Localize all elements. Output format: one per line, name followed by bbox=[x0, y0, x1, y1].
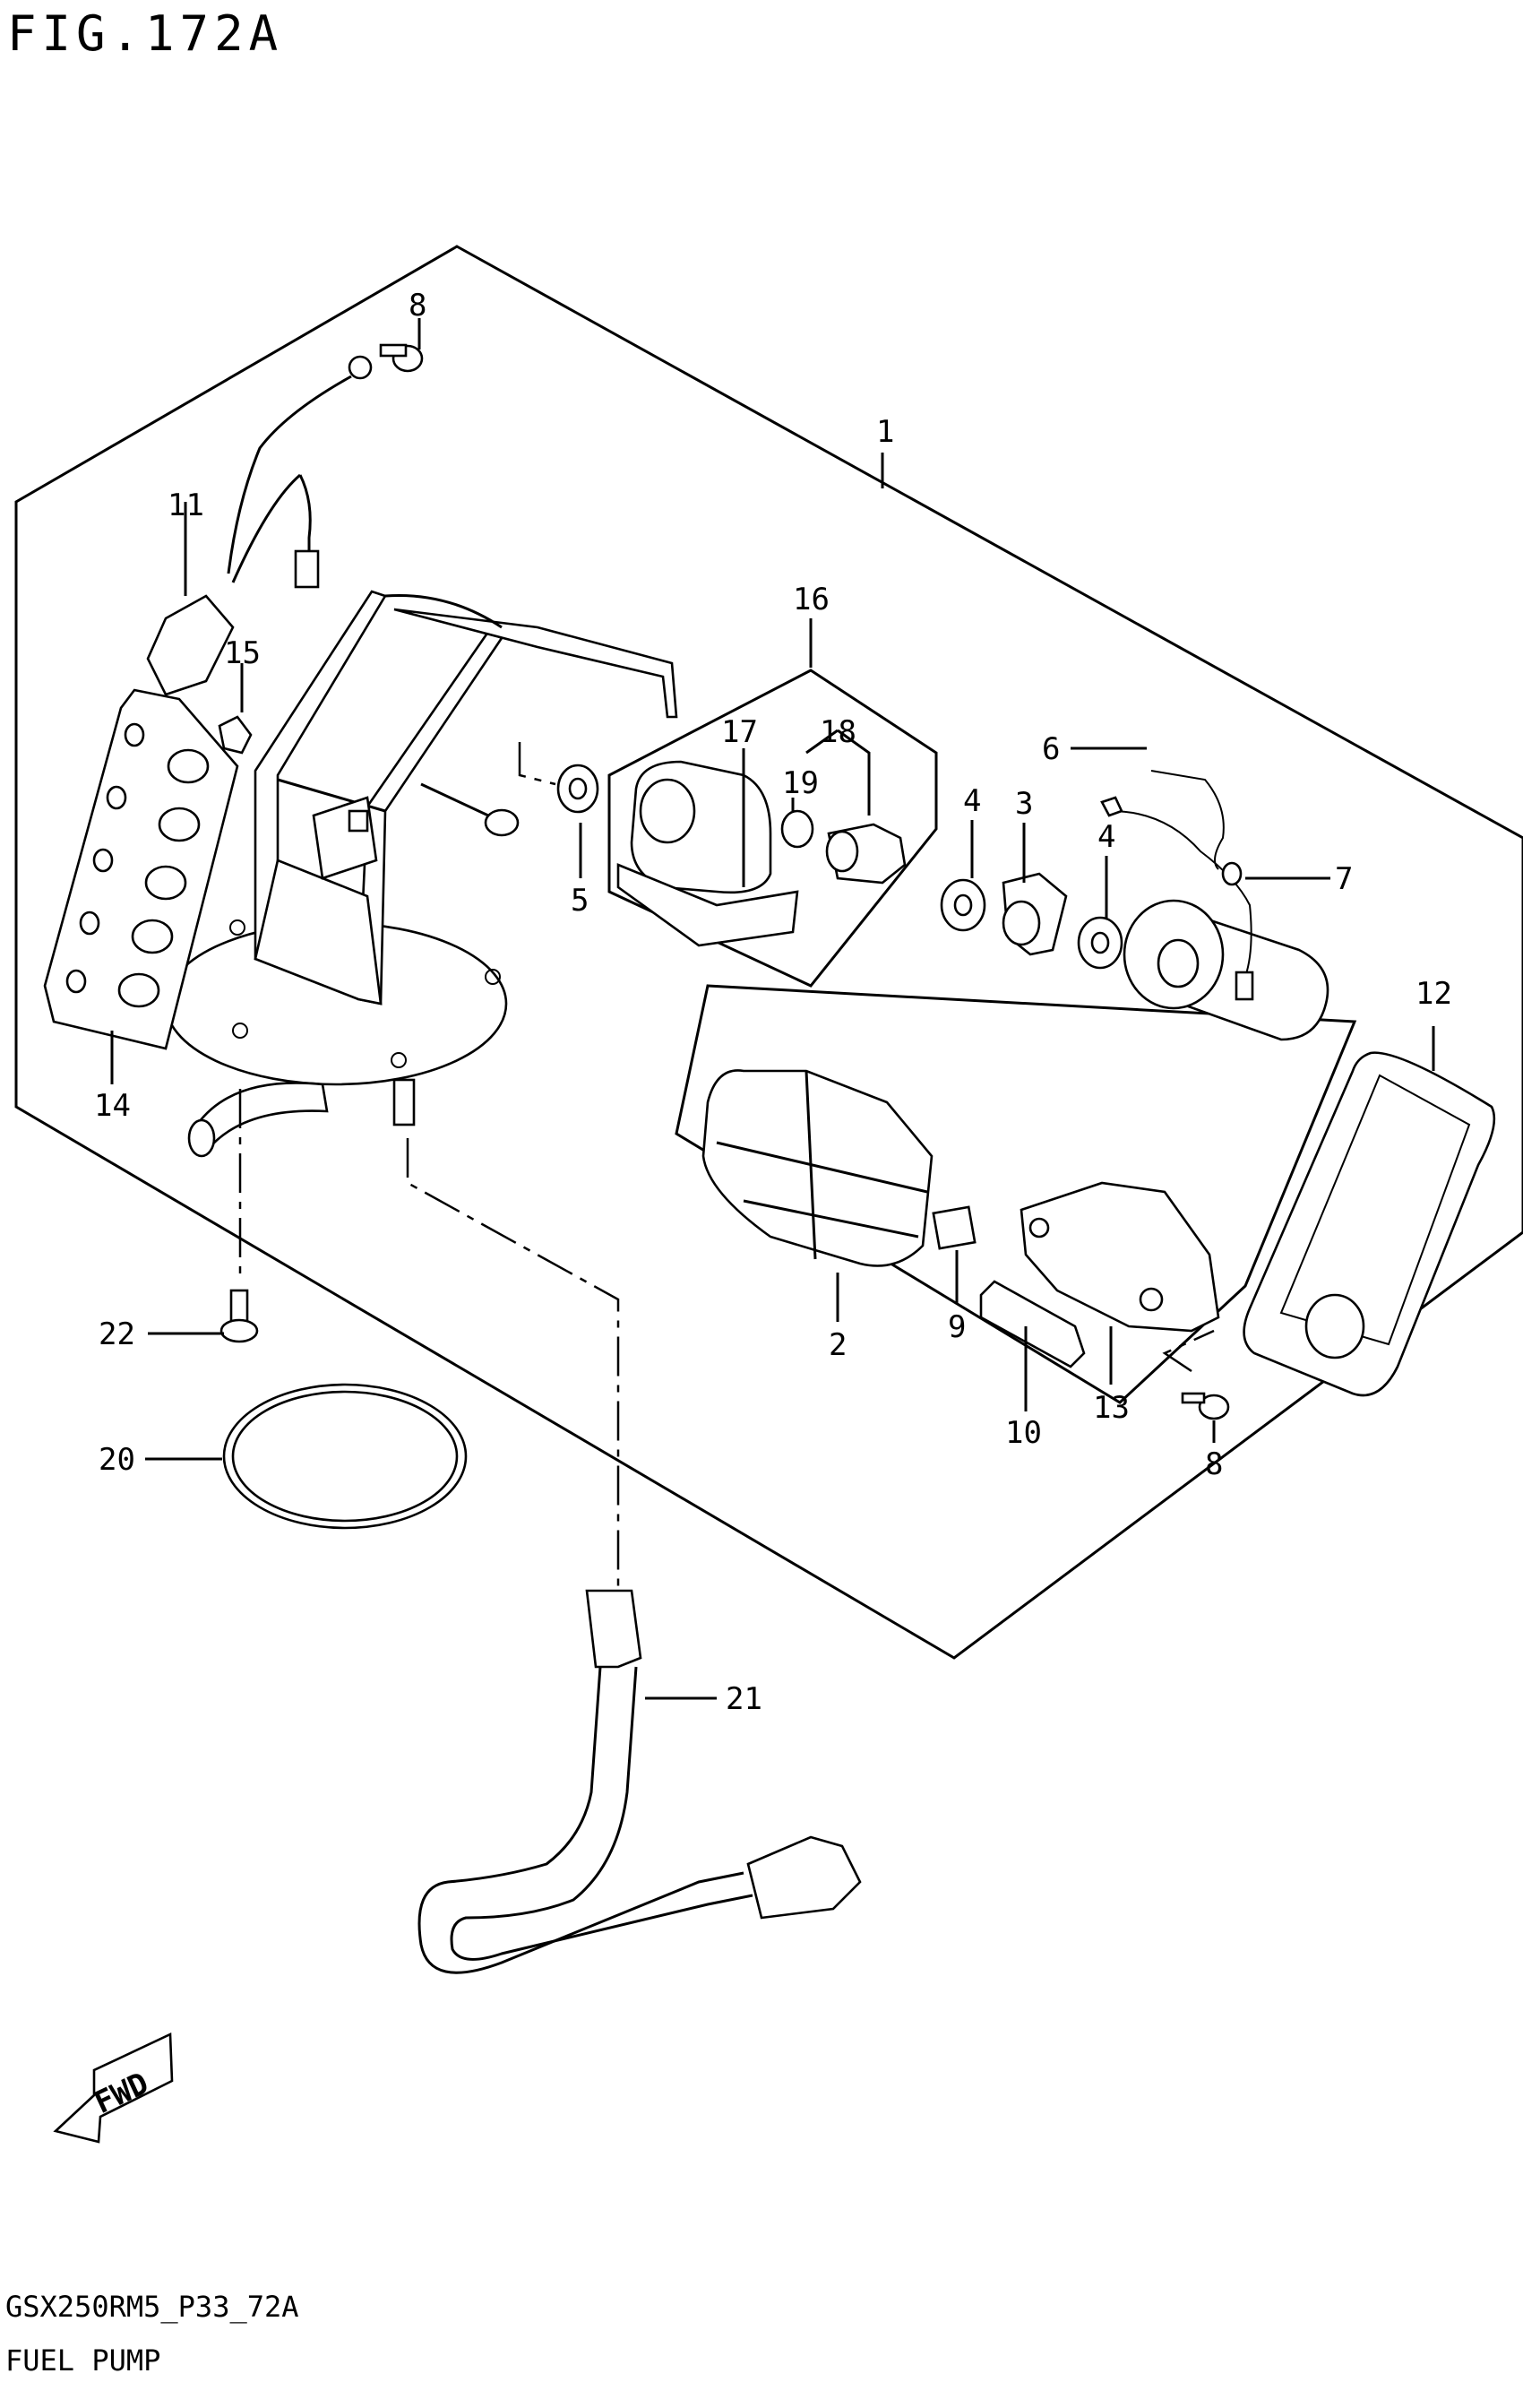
callout-11: 11 bbox=[168, 488, 204, 523]
pressure-regulator-17 bbox=[616, 760, 799, 947]
assembly-boundary bbox=[14, 245, 1523, 1660]
callout-10: 10 bbox=[1005, 1415, 1042, 1451]
callout-20: 20 bbox=[99, 1442, 135, 1478]
harness-11 bbox=[146, 355, 373, 696]
bracket-screw bbox=[420, 782, 520, 837]
callout-16: 16 bbox=[793, 582, 830, 617]
pump-cover-2 bbox=[701, 1069, 934, 1267]
washer-5 bbox=[518, 742, 599, 814]
callout-8-lower: 8 bbox=[1205, 1446, 1223, 1482]
strainer-cover-13 bbox=[1020, 1181, 1220, 1333]
o-ring-20 bbox=[222, 1383, 468, 1530]
fuel-pump-7 bbox=[1100, 770, 1329, 1041]
callout-18: 18 bbox=[820, 714, 856, 750]
callout-21: 21 bbox=[726, 1681, 762, 1717]
callout-4-right: 4 bbox=[1097, 819, 1115, 855]
callout-7: 7 bbox=[1335, 861, 1353, 897]
figure-title: FIG.172A bbox=[7, 5, 284, 62]
heat-shield-14 bbox=[43, 688, 239, 1050]
callout-17: 17 bbox=[721, 714, 758, 750]
subkit-boundary bbox=[607, 669, 938, 988]
callout-6: 6 bbox=[1042, 731, 1060, 767]
callout-8-upper: 8 bbox=[409, 288, 426, 324]
callout-3: 3 bbox=[1015, 786, 1033, 822]
callout-9: 9 bbox=[948, 1309, 966, 1345]
joint-3 bbox=[1002, 872, 1068, 956]
callout-12: 12 bbox=[1415, 976, 1452, 1012]
callout-5: 5 bbox=[571, 883, 589, 919]
strainer-12 bbox=[1243, 1051, 1496, 1397]
clip-15 bbox=[218, 715, 253, 755]
cushion-10 bbox=[979, 1280, 1086, 1368]
model-code: GSX250RM5_P33_72A bbox=[5, 2290, 299, 2324]
screw-8-upper bbox=[379, 343, 424, 373]
callout-1: 1 bbox=[876, 414, 894, 450]
figure-name: FUEL PUMP bbox=[5, 2343, 161, 2378]
bolt-22 bbox=[219, 1289, 259, 1343]
callout-22: 22 bbox=[99, 1316, 135, 1352]
callout-14: 14 bbox=[94, 1088, 131, 1124]
fuel-hose-21 bbox=[417, 1589, 862, 1974]
clip-9 bbox=[932, 1205, 977, 1250]
callout-15: 15 bbox=[224, 635, 261, 671]
callout-2: 2 bbox=[829, 1327, 847, 1363]
callout-4-left: 4 bbox=[963, 783, 981, 819]
fwd-arrow-icon: FWD bbox=[53, 2032, 174, 2144]
callout-19: 19 bbox=[782, 765, 819, 801]
pump-bracket bbox=[164, 590, 678, 1158]
callout-13: 13 bbox=[1093, 1390, 1130, 1426]
bolt-8-lower bbox=[1181, 1392, 1230, 1420]
regulator-seal-set bbox=[780, 809, 907, 885]
